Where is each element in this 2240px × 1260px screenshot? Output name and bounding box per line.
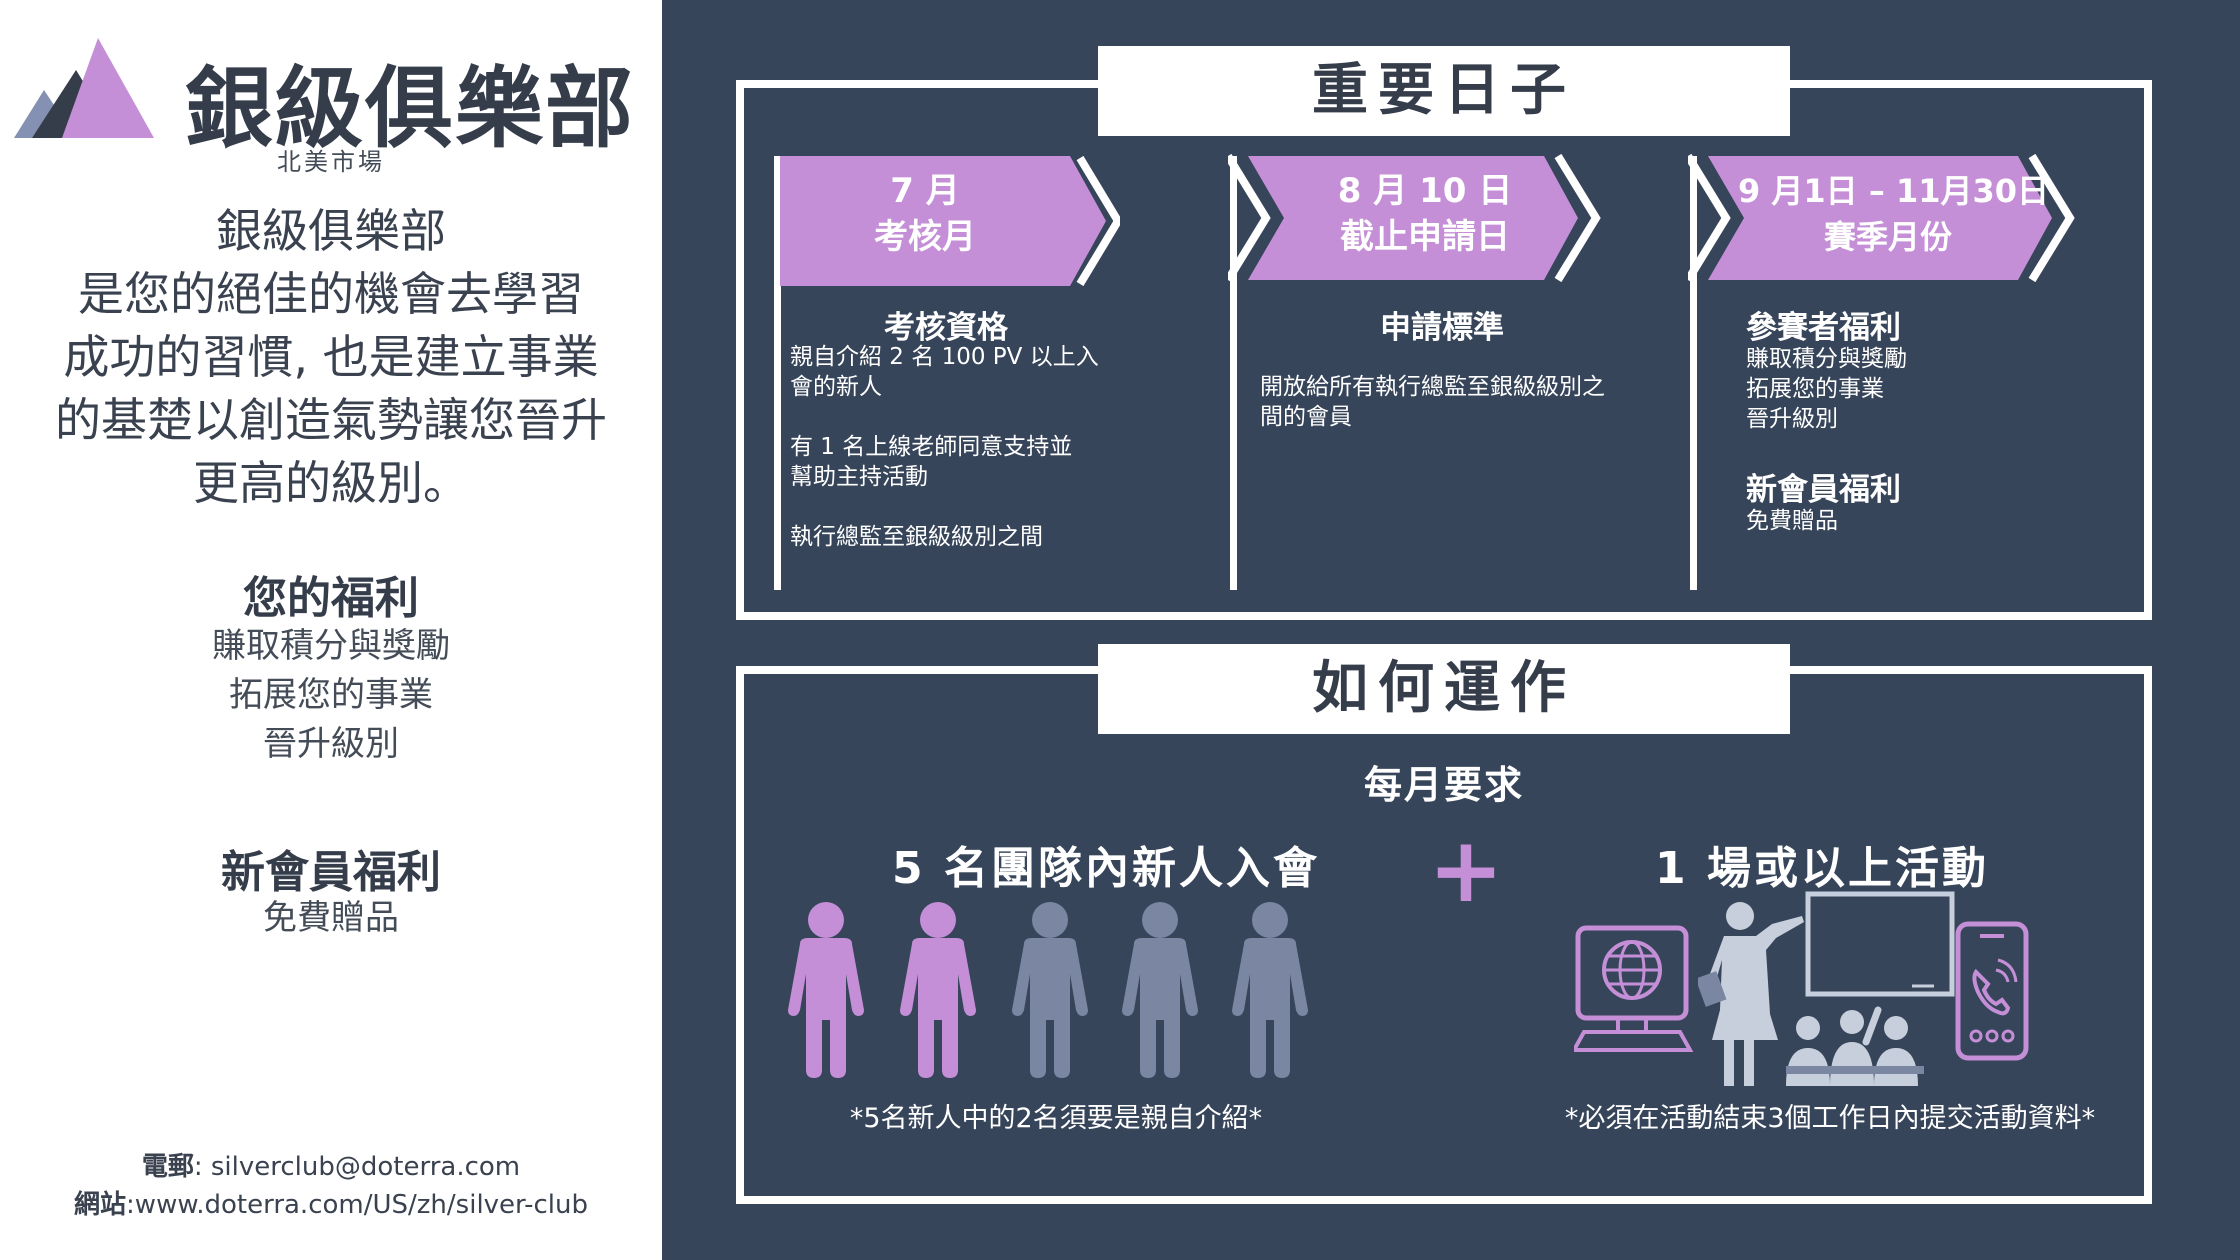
dates-title: 重要日子 xyxy=(1098,46,1790,136)
text-line: 有 1 名上線老師同意支持並 xyxy=(790,434,1073,460)
person-icon xyxy=(1122,902,1198,1078)
text-line: 開放給所有執行總監至銀級級別之 xyxy=(1260,374,1605,400)
your-benefits-title: 您的福利 xyxy=(243,573,419,624)
intro-text: 銀級俱樂部 是您的絕佳的機會去學習 成功的習慣, 也是建立事業 的基楚以創造氣勢… xyxy=(20,200,642,515)
text-line: 賺取積分與獎勵 xyxy=(1746,346,1907,372)
benefit-item: 拓展您的事業 xyxy=(229,675,433,715)
chevron-label-aug: 8 月 10 日 截止申請日 xyxy=(1280,168,1570,260)
site-value[interactable]: :www.doterra.com/US/zh/silver-club xyxy=(126,1190,588,1220)
contact-site: 網站:www.doterra.com/US/zh/silver-club xyxy=(0,1186,662,1224)
contact-email: 電郵: silverclub@doterra.com xyxy=(0,1148,662,1186)
brand-title: 銀級俱樂部 xyxy=(185,57,636,160)
person-icon xyxy=(1232,902,1308,1078)
how-title: 如何運作 xyxy=(1098,644,1790,734)
person-icon-highlighted xyxy=(788,902,864,1078)
section-text: 免費贈品 xyxy=(1746,506,1838,536)
chevron-line: 7 月 xyxy=(890,171,960,211)
text-line: 幫助主持活動 xyxy=(790,464,928,490)
chevron-arrow-icon xyxy=(780,156,1120,286)
chevron-line: 截止申請日 xyxy=(1340,217,1510,257)
column-divider xyxy=(1230,156,1237,590)
text-line: 晉升級別 xyxy=(1746,406,1838,432)
benefit-item: 賺取積分與獎勵 xyxy=(212,626,450,666)
people-group xyxy=(662,0,2240,1260)
site-label: 網站 xyxy=(74,1190,127,1220)
right-panel: 重要日子 7 月 考核月 考核資格 親自介紹 2 名 100 PV 以上入 會的… xyxy=(662,0,2240,1260)
section-text: 親自介紹 2 名 100 PV 以上入 會的新人 有 1 名上線老師同意支持並 … xyxy=(790,342,1099,552)
team-note: *5名新人中的2名須要是親自介紹* xyxy=(849,1103,1263,1134)
chevron-line: 賽季月份 xyxy=(1823,218,1952,256)
phone-call-icon xyxy=(1955,921,2029,1061)
mountain-logo-icon xyxy=(14,38,154,138)
contact-info: 電郵: silverclub@doterra.com 網站:www.doterr… xyxy=(0,1148,662,1224)
activity-note: *必須在活動結束3個工作日內提交活動資料* xyxy=(1564,1103,2096,1134)
person-icon xyxy=(1012,902,1088,1078)
market-subtitle: 北美市場 xyxy=(277,148,385,176)
section-heading: 考核資格 xyxy=(884,310,1008,346)
text-line: 拓展您的事業 xyxy=(1746,376,1884,402)
new-member-title: 新會員福利 xyxy=(221,847,441,898)
chevron-arrow-icon xyxy=(1228,153,1601,283)
chevron-label-season: 9 月1日 – 11月30日 賽季月份 xyxy=(1738,168,2050,260)
section-heading: 參賽者福利 xyxy=(1746,310,1901,346)
section-heading: 新會員福利 xyxy=(1746,472,1901,508)
intro-line: 更高的級別。 xyxy=(193,456,469,510)
text-line: 親自介紹 2 名 100 PV 以上入 xyxy=(790,344,1099,370)
section-text: 賺取積分與獎勵 拓展您的事業 晉升級別 xyxy=(1746,344,1907,434)
intro-line: 成功的習慣, 也是建立事業 xyxy=(63,330,599,384)
activity-requirement: 1 場或以上活動 xyxy=(1655,843,1989,894)
chevron-line: 8 月 10 日 xyxy=(1337,171,1513,211)
section-heading: 申請標準 xyxy=(1380,310,1504,346)
intro-line: 銀級俱樂部 xyxy=(216,204,446,258)
chevron-arrow-icon xyxy=(1688,153,2075,283)
text-line: 間的會員 xyxy=(1260,404,1352,430)
team-requirement: 5 名團隊內新人入會 xyxy=(892,843,1320,894)
chevron-line: 9 月1日 – 11月30日 xyxy=(1738,172,2050,210)
left-panel: 銀級俱樂部 北美市場 銀級俱樂部 是您的絕佳的機會去學習 成功的習慣, 也是建立… xyxy=(0,0,662,1260)
intro-line: 是您的絕佳的機會去學習 xyxy=(78,267,584,321)
chevron-line: 考核月 xyxy=(874,217,976,257)
text-line: 免費贈品 xyxy=(1746,508,1838,534)
your-benefits-list: 賺取積分與獎勵 拓展您的事業 晉升級別 xyxy=(0,622,662,769)
intro-line: 的基楚以創造氣勢讓您晉升 xyxy=(55,393,607,447)
new-member-item: 免費贈品 xyxy=(263,898,399,938)
benefit-item: 晉升級別 xyxy=(263,724,399,764)
email-value[interactable]: : silverclub@doterra.com xyxy=(193,1152,521,1182)
text-line: 執行總監至銀級級別之間 xyxy=(790,524,1043,550)
email-label: 電郵 xyxy=(141,1152,194,1182)
text-line: 會的新人 xyxy=(790,374,882,400)
computer-globe-icon xyxy=(1574,925,1694,1052)
person-icon-highlighted xyxy=(900,902,976,1078)
teacher-classroom-icon xyxy=(1698,891,1955,1086)
column-divider xyxy=(774,156,781,590)
monthly-subtitle: 每月要求 xyxy=(1363,763,1524,807)
chevron-label-july: 7 月 考核月 xyxy=(780,168,1070,260)
plus-sign: + xyxy=(1428,818,1504,923)
column-divider xyxy=(1690,156,1697,590)
section-text: 開放給所有執行總監至銀級級別之 間的會員 xyxy=(1260,372,1605,432)
